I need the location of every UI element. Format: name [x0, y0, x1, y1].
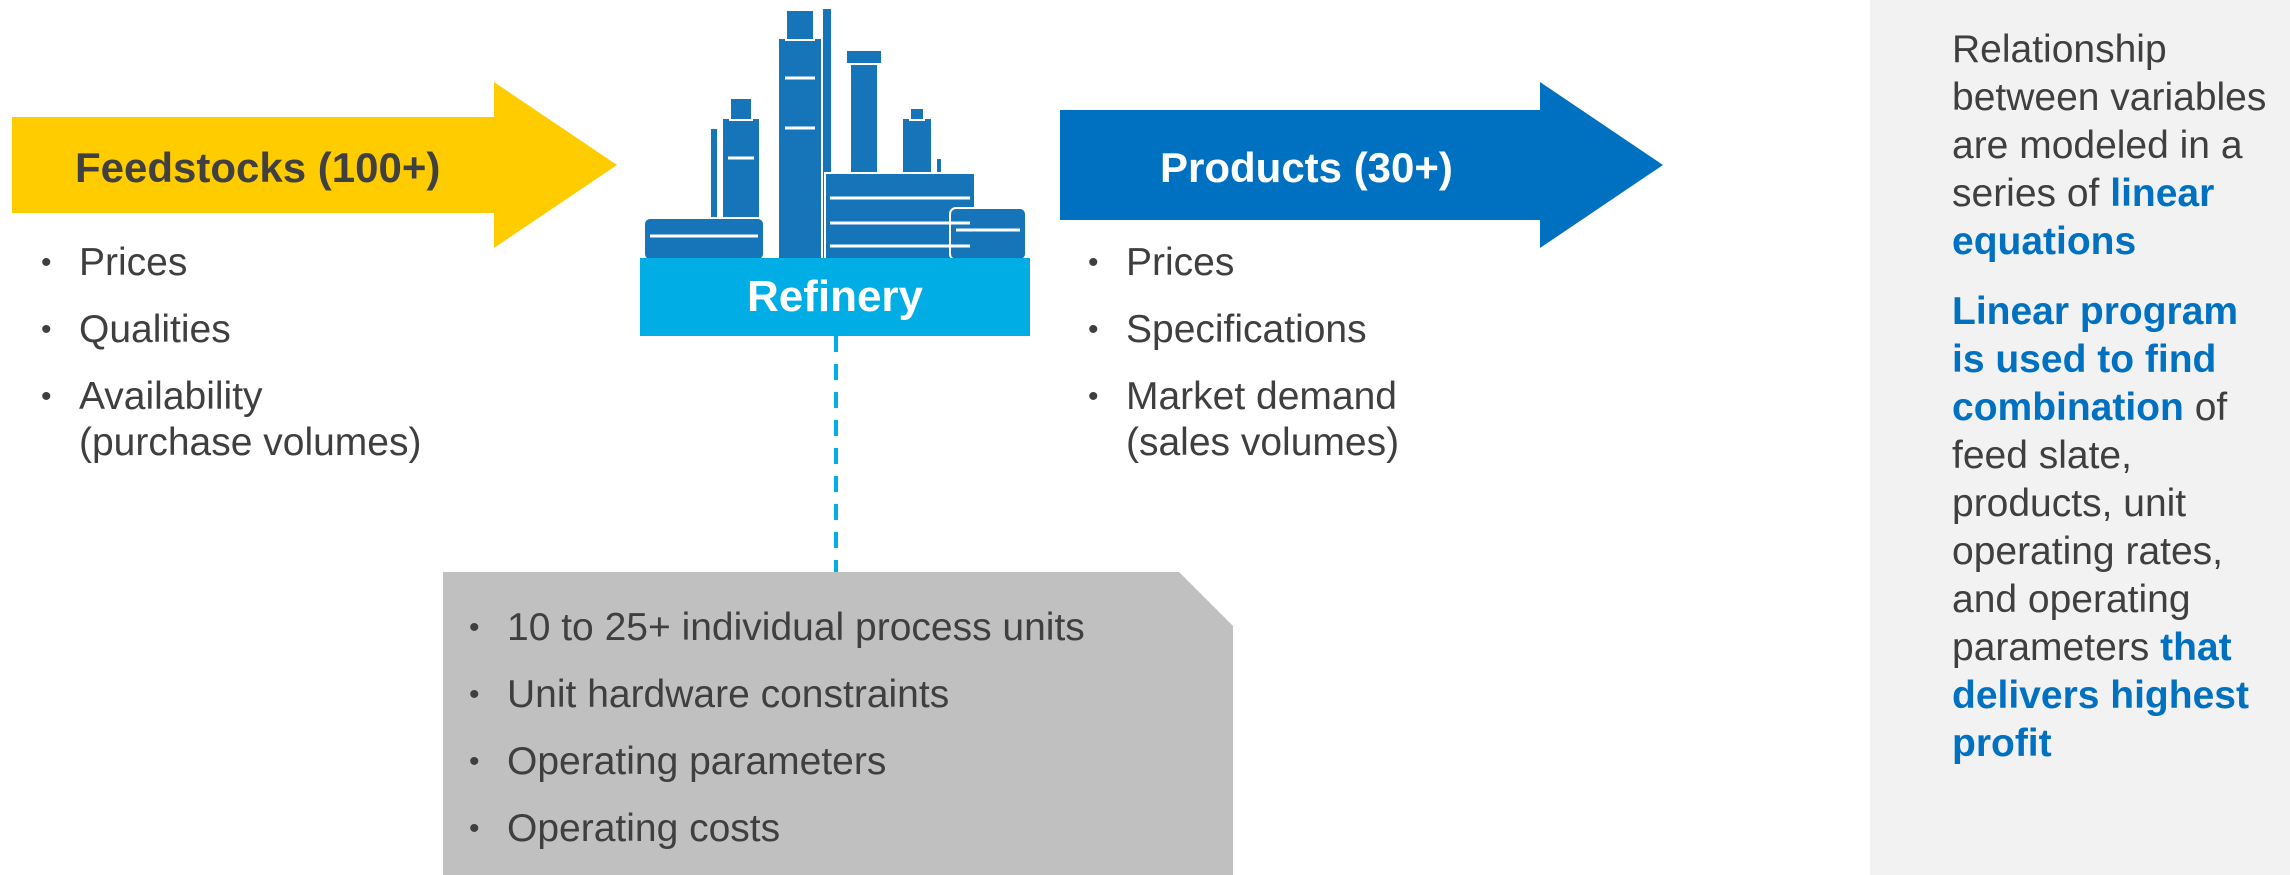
list-item: •Specifications [1088, 308, 1367, 352]
process-units-list: •10 to 25+ individual process units •Uni… [463, 605, 1085, 873]
side-panel [1870, 0, 2290, 875]
list-item: •Qualities [41, 308, 231, 352]
list-item: •Prices [41, 241, 188, 284]
list-item: •Prices [1088, 241, 1235, 284]
list-item: •Operating costs [469, 807, 781, 851]
side-note-paragraph-1: Relationship between variables are model… [1952, 28, 2267, 263]
products-title: Products (30+) [1160, 144, 1453, 191]
refinery-label: Refinery [640, 258, 1030, 336]
products-arrow [1060, 82, 1663, 248]
dashed-connector [834, 336, 838, 574]
list-item: •Market demand (sales volumes) [1088, 375, 1400, 465]
side-note-paragraph-2: Linear program is used to find combinati… [1952, 289, 2249, 765]
list-item: •10 to 25+ individual process units [469, 606, 1085, 649]
feedstocks-list: •Prices •Qualities •Availability (purcha… [35, 240, 421, 487]
feedstocks-title: Feedstocks (100+) [75, 144, 441, 191]
refinery-icon [643, 7, 1027, 261]
products-list: •Prices •Specifications •Market demand (… [1082, 240, 1399, 487]
list-item: •Availability (purchase volumes) [41, 375, 422, 465]
feedstocks-arrow [12, 82, 617, 248]
side-note: Relationship between variables are model… [1952, 26, 2277, 790]
list-item: •Unit hardware constraints [469, 673, 950, 717]
list-item: •Operating parameters [469, 740, 887, 784]
process-units-box [443, 572, 1233, 875]
